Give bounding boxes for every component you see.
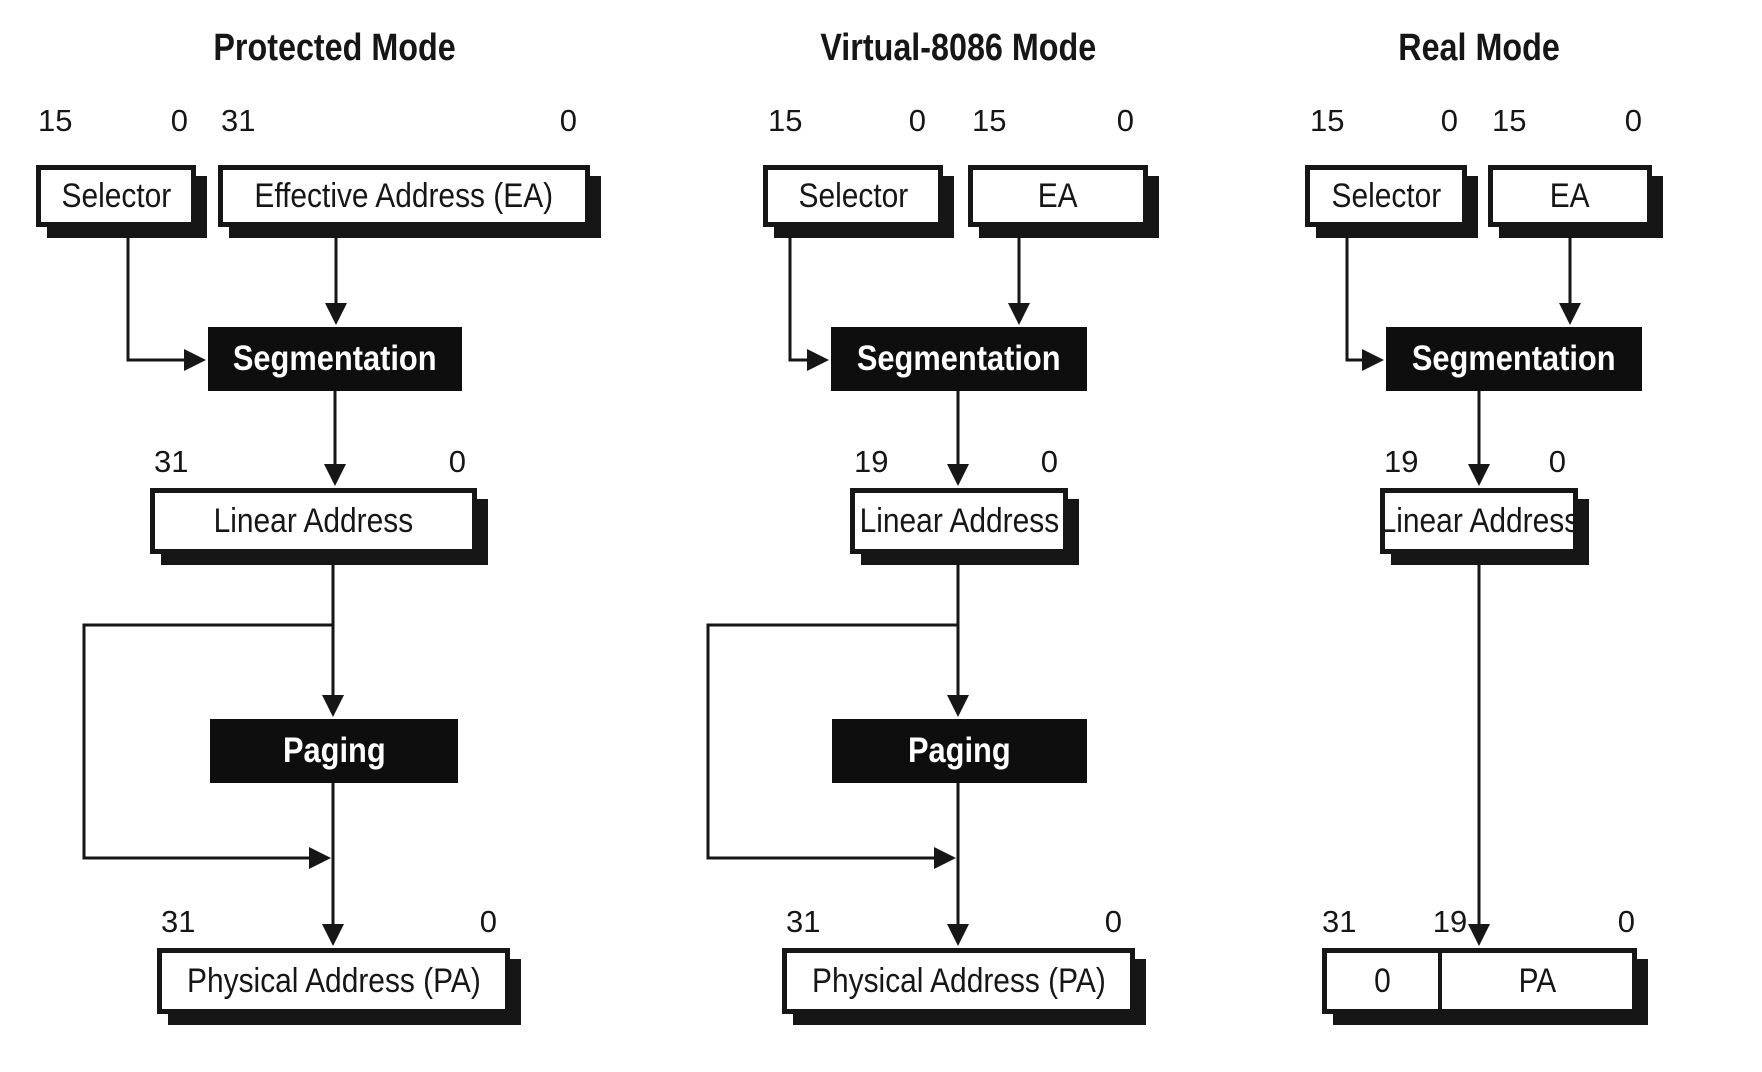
bit-index-high: 15 <box>1492 103 1527 138</box>
bit-index-low: 0 <box>1104 904 1122 939</box>
protected-selector-to-segmentation-line <box>126 228 186 362</box>
real-selector-to-segmentation-line <box>1345 228 1364 362</box>
v86-selector-bit-labels: 15 0 <box>768 102 926 140</box>
v86-physical-bit-labels: 31 0 <box>786 903 1122 941</box>
v86-linear-arrowhead <box>947 464 969 486</box>
real-linear-address-box: Linear Address <box>1379 488 1579 554</box>
bit-index-high: 15 <box>972 103 1007 138</box>
real-physical-pa-cell: PA <box>1518 961 1556 1000</box>
v86-linear-bit-labels: 19 0 <box>854 443 1058 481</box>
virtual-8086-mode-title: Virtual-8086 Mode <box>820 27 1096 69</box>
real-selector-box: Selector <box>1305 165 1467 227</box>
bit-index-low: 0 <box>1548 444 1566 479</box>
bit-index-low: 0 <box>1624 103 1642 138</box>
protected-mode-title: Protected Mode <box>213 27 457 69</box>
v86-bypass-arrowhead <box>934 847 956 869</box>
bit-index-high: 31 <box>221 103 256 138</box>
protected-selector-arrowhead <box>184 349 206 371</box>
protected-paging-arrowhead <box>322 695 344 717</box>
v86-paging-bypass-line <box>706 623 958 860</box>
bit-index-low: 0 <box>448 444 466 479</box>
real-selector-arrowhead <box>1362 349 1384 371</box>
bit-index-high: 31 <box>161 904 196 939</box>
v86-effective-address-box: EA <box>968 165 1148 227</box>
protected-effective-address-box: Effective Address (EA) <box>218 165 590 227</box>
bit-index-high: 31 <box>786 904 821 939</box>
v86-physical-address-box: Physical Address (PA) <box>782 948 1135 1014</box>
real-physical-zero-cell: 0 <box>1327 953 1442 1009</box>
bit-index-low: 0 <box>559 103 577 138</box>
real-physical-address-box: 0 PA <box>1322 948 1637 1014</box>
v86-physical-arrowhead <box>947 924 969 946</box>
protected-ea-bit-labels: 31 0 <box>221 102 577 140</box>
bit-index-high: 15 <box>38 103 73 138</box>
real-ea-arrowhead <box>1559 303 1581 325</box>
v86-linear-address-box: Linear Address <box>850 488 1068 554</box>
v86-ea-bit-labels: 15 0 <box>972 102 1134 140</box>
protected-selector-bit-labels: 15 0 <box>38 102 188 140</box>
real-linear-arrowhead <box>1468 464 1490 486</box>
bit-index-high: 31 <box>154 444 189 479</box>
real-effective-address-box: EA <box>1488 165 1652 227</box>
protected-physical-arrowhead <box>322 924 344 946</box>
protected-physical-bit-labels: 31 0 <box>161 903 497 941</box>
bit-index-low: 0 <box>1440 103 1458 138</box>
bit-index-high: 19 <box>1384 444 1419 479</box>
bit-index-high: 19 <box>854 444 889 479</box>
v86-paging-arrowhead <box>947 695 969 717</box>
bit-index-mid: 19 <box>1432 904 1468 939</box>
real-segmentation-box: Segmentation <box>1386 327 1642 391</box>
protected-selector-box: Selector <box>36 165 196 227</box>
bit-index-low: 0 <box>479 904 497 939</box>
v86-selector-arrowhead <box>807 349 829 371</box>
real-mode-title: Real Mode <box>1398 27 1560 69</box>
protected-segmentation-box: Segmentation <box>208 327 462 391</box>
bit-index-low: 0 <box>1116 103 1134 138</box>
bit-index-low: 0 <box>170 103 188 138</box>
protected-linear-address-box: Linear Address <box>150 488 477 554</box>
bit-index-high: 15 <box>768 103 803 138</box>
protected-paging-bypass-line <box>82 623 333 860</box>
real-selector-bit-labels: 15 0 <box>1310 102 1458 140</box>
v86-selector-to-segmentation-line <box>788 228 809 362</box>
real-physical-arrowhead <box>1468 924 1490 946</box>
protected-bypass-arrowhead <box>309 847 331 869</box>
protected-ea-arrowhead <box>325 303 347 325</box>
v86-ea-arrowhead <box>1008 303 1030 325</box>
real-physical-bit-labels: 31 19 0 <box>1322 903 1635 941</box>
bit-index-high: 15 <box>1310 103 1345 138</box>
bit-index-low: 0 <box>1617 904 1635 939</box>
bit-index-high: 31 <box>1322 904 1357 939</box>
real-linear-bit-labels: 19 0 <box>1384 443 1566 481</box>
protected-physical-address-box: Physical Address (PA) <box>157 948 510 1014</box>
v86-segmentation-box: Segmentation <box>831 327 1087 391</box>
real-ea-bit-labels: 15 0 <box>1492 102 1642 140</box>
v86-paging-box: Paging <box>832 719 1087 783</box>
protected-linear-arrowhead <box>324 464 346 486</box>
protected-linear-bit-labels: 31 0 <box>154 443 466 481</box>
bit-index-low: 0 <box>1040 444 1058 479</box>
protected-paging-box: Paging <box>210 719 458 783</box>
v86-selector-box: Selector <box>763 165 943 227</box>
bit-index-low: 0 <box>908 103 926 138</box>
